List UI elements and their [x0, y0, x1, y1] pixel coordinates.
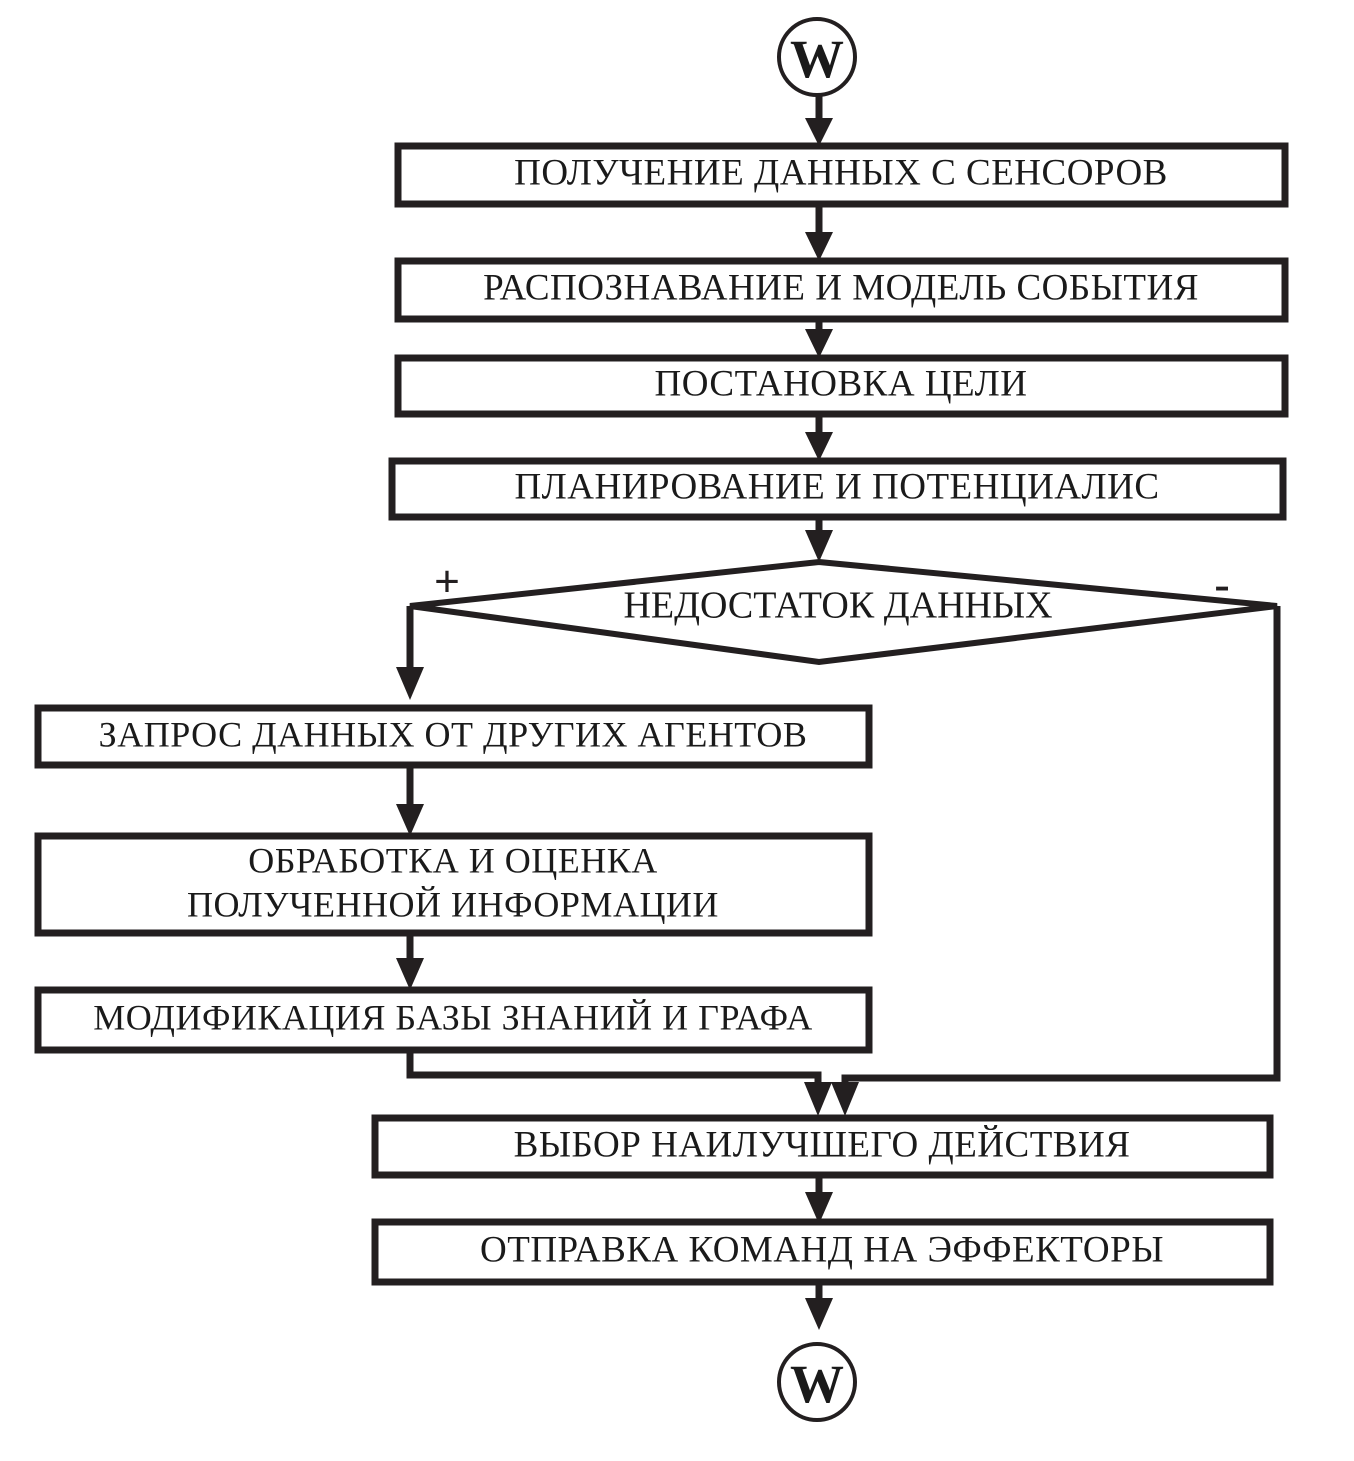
arrowhead-down-icon [396, 804, 424, 836]
arrowhead-down-icon [831, 1082, 859, 1116]
n6-label-line-2: ПОЛУЧЕННОЙ ИНФОРМАЦИИ [187, 884, 719, 924]
n3-label: ПОСТАНОВКА ЦЕЛИ [655, 363, 1028, 404]
edge-n4-to-d1 [805, 517, 833, 562]
node-n9-send-commands-effectors[interactable]: ОТПРАВКА КОМАНД НА ЭФФЕКТОРЫ [371, 1218, 1274, 1286]
branch-label-negative: - [1214, 559, 1229, 610]
n9-label: ОТПРАВКА КОМАНД НА ЭФФЕКТОРЫ [480, 1229, 1164, 1270]
arrowhead-down-icon [396, 667, 424, 700]
n2-box [394, 257, 1289, 323]
node-n4-planning-potentials[interactable]: ПЛАНИРОВАНИЕ И ПОТЕНЦИАЛИС [388, 457, 1287, 521]
edge-n3-to-n4 [805, 414, 833, 461]
node-n7-modify-knowledge-base-graph[interactable]: МОДИФИКАЦИЯ БАЗЫ ЗНАНИЙ И ГРАФА [34, 986, 873, 1054]
d1-label: НЕДОСТАТОК ДАННЫХ [623, 585, 1052, 627]
n4-label: ПЛАНИРОВАНИЕ И ПОТЕНЦИАЛИС [514, 466, 1159, 507]
edge-start-to-n1 [805, 95, 833, 146]
n6-label-line-1: ОБРАБОТКА И ОЦЕНКА [248, 840, 658, 880]
arrowhead-down-icon [805, 1192, 833, 1224]
node-n6-process-evaluate-information[interactable]: ОБРАБОТКА И ОЦЕНКА ПОЛУЧЕННОЙ ИНФОРМАЦИИ [34, 832, 873, 937]
arrowhead-down-icon [805, 329, 833, 358]
edge-n2-to-n3 [805, 319, 833, 358]
n7-label: МОДИФИКАЦИЯ БАЗЫ ЗНАНИЙ И ГРАФА [93, 997, 813, 1037]
edge-n8-to-n9 [805, 1175, 833, 1224]
arrowhead-down-icon [805, 432, 833, 461]
start-terminator-label: W [790, 29, 844, 89]
node-end-terminator[interactable]: W [777, 1342, 857, 1422]
n1-box [394, 142, 1289, 208]
n6-box [34, 832, 873, 937]
edge-d1-positive-to-n5 [396, 606, 424, 700]
n3-box [394, 354, 1289, 418]
arrowhead-down-icon [805, 232, 833, 261]
arrowhead-down-icon [396, 958, 424, 990]
edge-d1-negative-to-n8 [831, 606, 1281, 1116]
edge-n7-to-n8 [406, 1050, 832, 1116]
node-n3-goal-setting[interactable]: ПОСТАНОВКА ЦЕЛИ [394, 354, 1289, 418]
branch-label-positive: + [434, 556, 460, 607]
end-terminator-label: W [790, 1354, 844, 1414]
n1-label: ПОЛУЧЕНИЕ ДАННЫХ С СЕНСОРОВ [514, 152, 1168, 193]
n4-box [388, 457, 1287, 521]
node-d1-insufficient-data-decision[interactable]: НЕДОСТАТОК ДАННЫХ [409, 558, 1278, 666]
arrowhead-down-icon [804, 1082, 832, 1116]
n7-box [34, 986, 873, 1054]
n2-label: РАСПОЗНАВАНИЕ И МОДЕЛЬ СОБЫТИЯ [483, 267, 1199, 308]
node-n8-select-best-action[interactable]: ВЫБОР НАИЛУЧШЕГО ДЕЙСТВИЯ [371, 1114, 1274, 1179]
arrowhead-down-icon [805, 118, 833, 146]
d1-diamond [409, 558, 1278, 666]
end-circle [777, 1342, 857, 1422]
arrowhead-down-icon [805, 1298, 833, 1330]
n9-box [371, 1218, 1274, 1286]
n5-box [34, 704, 873, 769]
edge-n1-to-n2 [805, 204, 833, 261]
node-n2-recognition-event-model[interactable]: РАСПОЗНАВАНИЕ И МОДЕЛЬ СОБЫТИЯ [394, 257, 1289, 323]
node-n5-request-data-other-agents[interactable]: ЗАПРОС ДАННЫХ ОТ ДРУГИХ АГЕНТОВ [34, 704, 873, 769]
edge-n6-to-n7 [396, 933, 424, 990]
edge-n5-to-n6 [396, 765, 424, 836]
node-start-terminator[interactable]: W [777, 17, 857, 97]
node-n1-receive-sensor-data[interactable]: ПОЛУЧЕНИЕ ДАННЫХ С СЕНСОРОВ [394, 142, 1289, 208]
n5-label: ЗАПРОС ДАННЫХ ОТ ДРУГИХ АГЕНТОВ [99, 714, 808, 754]
edge-n9-to-end [805, 1282, 833, 1330]
n8-label: ВЫБОР НАИЛУЧШЕГО ДЕЙСТВИЯ [514, 1123, 1131, 1165]
arrowhead-down-icon [805, 530, 833, 562]
